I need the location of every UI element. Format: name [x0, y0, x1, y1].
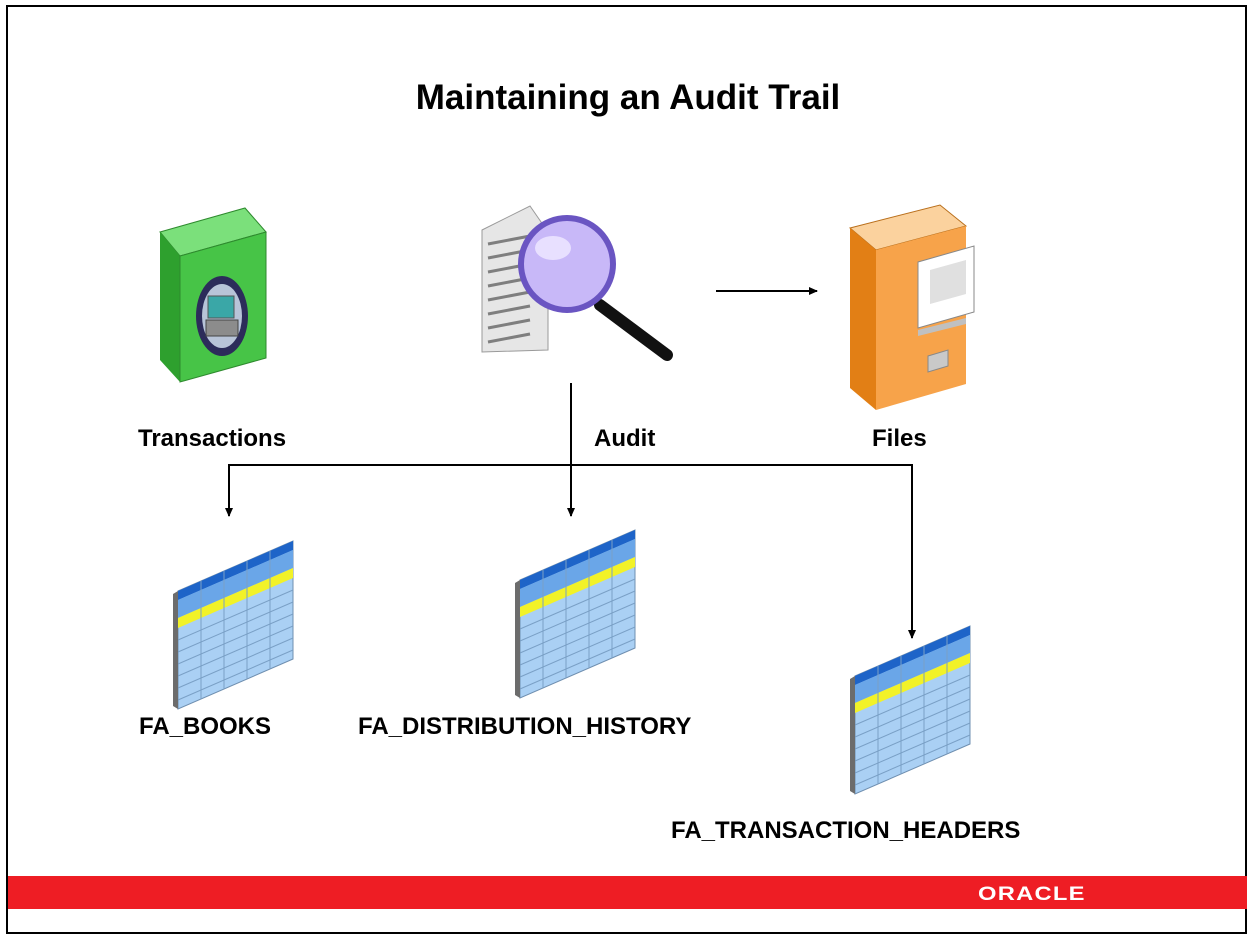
file-cabinet-icon [848, 204, 975, 410]
magnifier-document-icon [481, 205, 673, 361]
table-icon [173, 540, 294, 710]
slide-title: Maintaining an Audit Trail [415, 78, 841, 117]
connector-lines [225, 383, 916, 639]
footer-bar [8, 876, 1247, 909]
table-icon [850, 625, 971, 795]
label-fa-books: FA_BOOKS [139, 713, 272, 740]
label-files: Files [872, 425, 927, 452]
slide-frame [6, 5, 1247, 934]
label-audit: Audit [594, 425, 656, 452]
oracle-logo: ORACLE [978, 884, 1086, 905]
label-transactions: Transactions [138, 425, 287, 452]
server-icon [159, 207, 267, 383]
table-icon [515, 529, 636, 699]
label-fa-distribution-history: FA_DISTRIBUTION_HISTORY [358, 713, 692, 740]
label-fa-transaction-headers: FA_TRANSACTION_HEADERS [671, 817, 1021, 844]
